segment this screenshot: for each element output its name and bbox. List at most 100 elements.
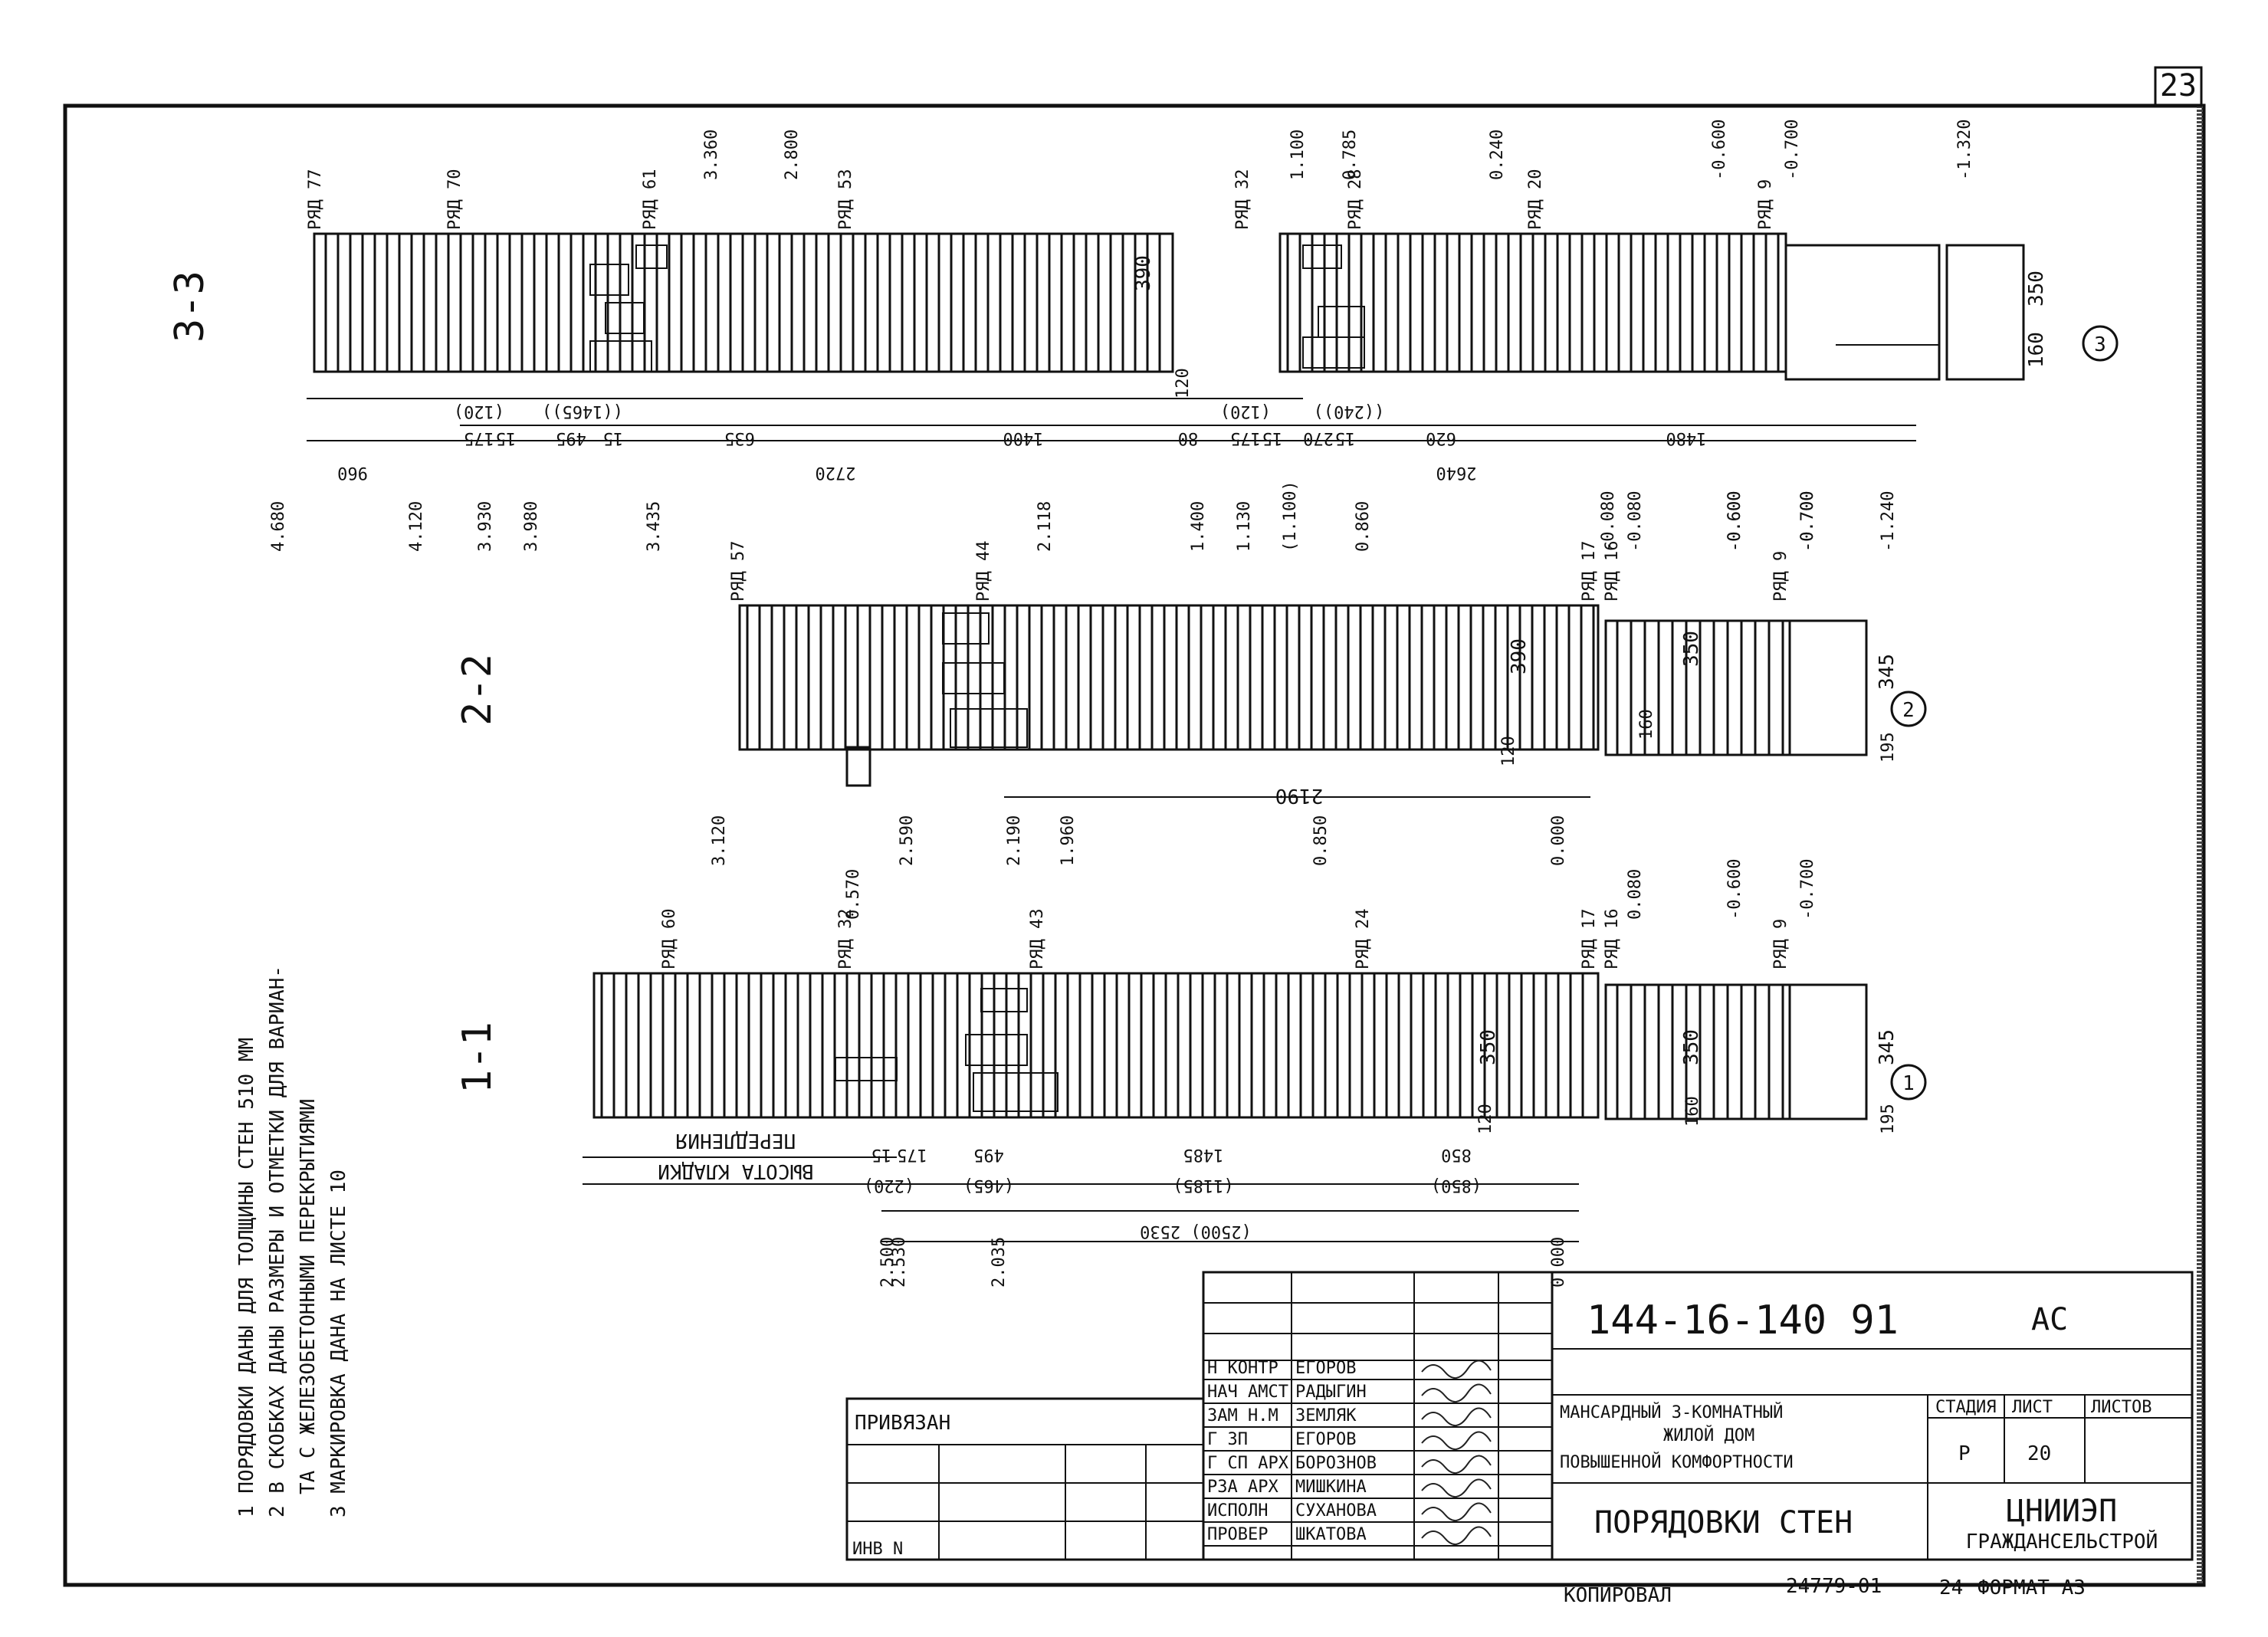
svg-text:350: 350 <box>1680 631 1703 667</box>
sheet-number-box <box>2154 66 2203 107</box>
label-floors: ПЕРЕДЛЕНИЯ <box>676 1129 796 1152</box>
staff-name: МИШКИНА <box>1295 1478 1367 1497</box>
label-2: -0.600 <box>1725 491 1744 552</box>
sheet-header: ЛИСТ <box>2012 1398 2053 1417</box>
label-1: РЯД 32 <box>836 909 855 969</box>
section-title-3-3: 3-3 <box>167 271 213 343</box>
staff-role: ПРОВЕР <box>1207 1525 1268 1544</box>
label-1: 4.120 <box>407 501 426 552</box>
label-2: 2.035 <box>990 1237 1009 1288</box>
svg-text:345: 345 <box>1876 654 1899 690</box>
staff-name: ЕГОРОВ <box>1295 1359 1356 1378</box>
project-desc-1: МАНСАРДНЫЙ 3-КОМНАТНЫЙ <box>1560 1402 1783 1422</box>
project-desc-2: ЖИЛОЙ ДОМ <box>1663 1425 1754 1445</box>
label-3: 0.785 <box>1341 130 1360 180</box>
svg-text:160: 160 <box>1683 1096 1702 1127</box>
dim-1: (465) <box>963 1176 1014 1195</box>
label-6: 1.130 <box>1235 501 1254 552</box>
label-11: -0.700 <box>1798 491 1817 552</box>
label-10: -0.600 <box>1725 491 1744 552</box>
sheets-header: ЛИСТОВ <box>2091 1398 2151 1417</box>
dim-2: 495 <box>973 1145 1004 1164</box>
dim-6: 80 <box>1178 428 1199 448</box>
label-1: 0.080 <box>1626 869 1645 920</box>
inventory-label: ИНВ N <box>852 1540 903 1559</box>
dim-0: 15 <box>871 1145 892 1164</box>
label-3: РЯД 16 <box>1603 541 1622 602</box>
staff-role: ИСПОЛН <box>1207 1501 1268 1521</box>
dim-2: 2640 <box>1436 463 1477 482</box>
dim-12: 1480 <box>1666 428 1707 448</box>
note-4: 3 МАРКИРОВКА ДАНА НА ЛИСТЕ 10 <box>327 1170 350 1517</box>
label-3: -0.700 <box>1798 859 1817 920</box>
staff-role: Г СП АРХ <box>1207 1454 1289 1473</box>
brick-courses-3-3-right <box>1286 234 1780 372</box>
label-12: -1.240 <box>1879 491 1898 552</box>
label-5: -0.600 <box>1710 120 1729 180</box>
svg-text:195: 195 <box>1879 732 1898 763</box>
label-5: 1.400 <box>1189 501 1208 552</box>
section-title-2-2: 2-2 <box>455 654 501 726</box>
copied-label: КОПИРОВАЛ <box>1564 1584 1672 1607</box>
dim-1: 2720 <box>816 463 856 482</box>
footer: КОПИРОВАЛ 24779-01 24 ФОРМАТ А3 <box>1564 1575 2086 1607</box>
staff-name: СУХАНОВА <box>1295 1501 1377 1521</box>
sheet-value: 20 <box>2027 1442 2051 1465</box>
label-1: 2.500 <box>878 1237 898 1288</box>
label-0: 2.530 <box>890 1237 909 1288</box>
dim-4: 635 <box>724 428 755 448</box>
dim-8: 15 <box>1262 428 1283 448</box>
label-0: РЯД 77 <box>306 169 325 230</box>
sheet-title: ПОРЯДОВКИ СТЕН <box>1594 1505 1853 1540</box>
label-2: -0.600 <box>1725 859 1744 920</box>
label-2: РЯД 43 <box>1028 909 1047 969</box>
label-0: 3.120 <box>710 815 729 866</box>
label-7: -1.320 <box>1955 120 1974 180</box>
label-1: 2.800 <box>783 130 802 180</box>
label-8: 0.860 <box>1354 501 1373 552</box>
label-4: РЯД 17 <box>1580 909 1599 969</box>
label-7: РЯД 9 <box>1756 179 1775 230</box>
svg-text:350: 350 <box>1680 1029 1703 1065</box>
section-marker-3: 3 <box>2094 333 2106 356</box>
label-2: 1.100 <box>1288 130 1308 180</box>
section-title-1-1: 1-1 <box>455 1022 501 1094</box>
label-0: 4.680 <box>269 501 288 552</box>
document-code: 144-16-140 91 <box>1587 1297 1899 1343</box>
note-3: ТА С ЖЕЛЕЗОБЕТОННЫМИ ПЕРЕКРЫТИЯМИ <box>297 1098 320 1494</box>
org-line-1: ЦНИИЭП <box>2007 1494 2118 1529</box>
label-2: 3.930 <box>476 501 495 552</box>
label-3: РЯД 53 <box>836 169 855 230</box>
staff-role: РЗА АРХ <box>1207 1478 1278 1497</box>
label-5: РЯД 16 <box>1603 909 1622 969</box>
svg-text:390: 390 <box>1508 638 1531 674</box>
section-marker-1: 1 <box>1902 1072 1915 1095</box>
label-4: РЯД 9 <box>1771 551 1790 602</box>
dim-3: 1485 <box>1183 1145 1224 1164</box>
label-6: РЯД 20 <box>1526 169 1545 230</box>
copy-number: 24779-01 <box>1786 1575 1882 1598</box>
svg-text:345: 345 <box>1876 1029 1899 1065</box>
staff-name: ШКАТОВА <box>1295 1525 1367 1544</box>
org-line-2: ГРАЖДАНСЕЛЬСТРОЙ <box>1966 1529 2158 1553</box>
dim-7: 175 <box>1230 428 1261 448</box>
label-3: РЯД 24 <box>1354 909 1373 969</box>
staff-name: РАДЫГИН <box>1295 1383 1367 1402</box>
staff-role: Н КОНТР <box>1207 1359 1278 1378</box>
label-4: 3.435 <box>645 501 664 552</box>
brick-courses-2-2 <box>746 605 1595 750</box>
label-1: 2.590 <box>898 815 917 866</box>
notes: 1 ПОРЯДОВКИ ДАНЫ ДЛЯ ТОЛЩИНЫ СТЕН 510 ММ… <box>235 966 350 1517</box>
label-6: РЯД 9 <box>1771 919 1790 969</box>
note-1: 1 ПОРЯДОВКИ ДАНЫ ДЛЯ ТОЛЩИНЫ СТЕН 510 ММ <box>235 1038 258 1517</box>
label-1: РЯД 44 <box>974 541 993 602</box>
